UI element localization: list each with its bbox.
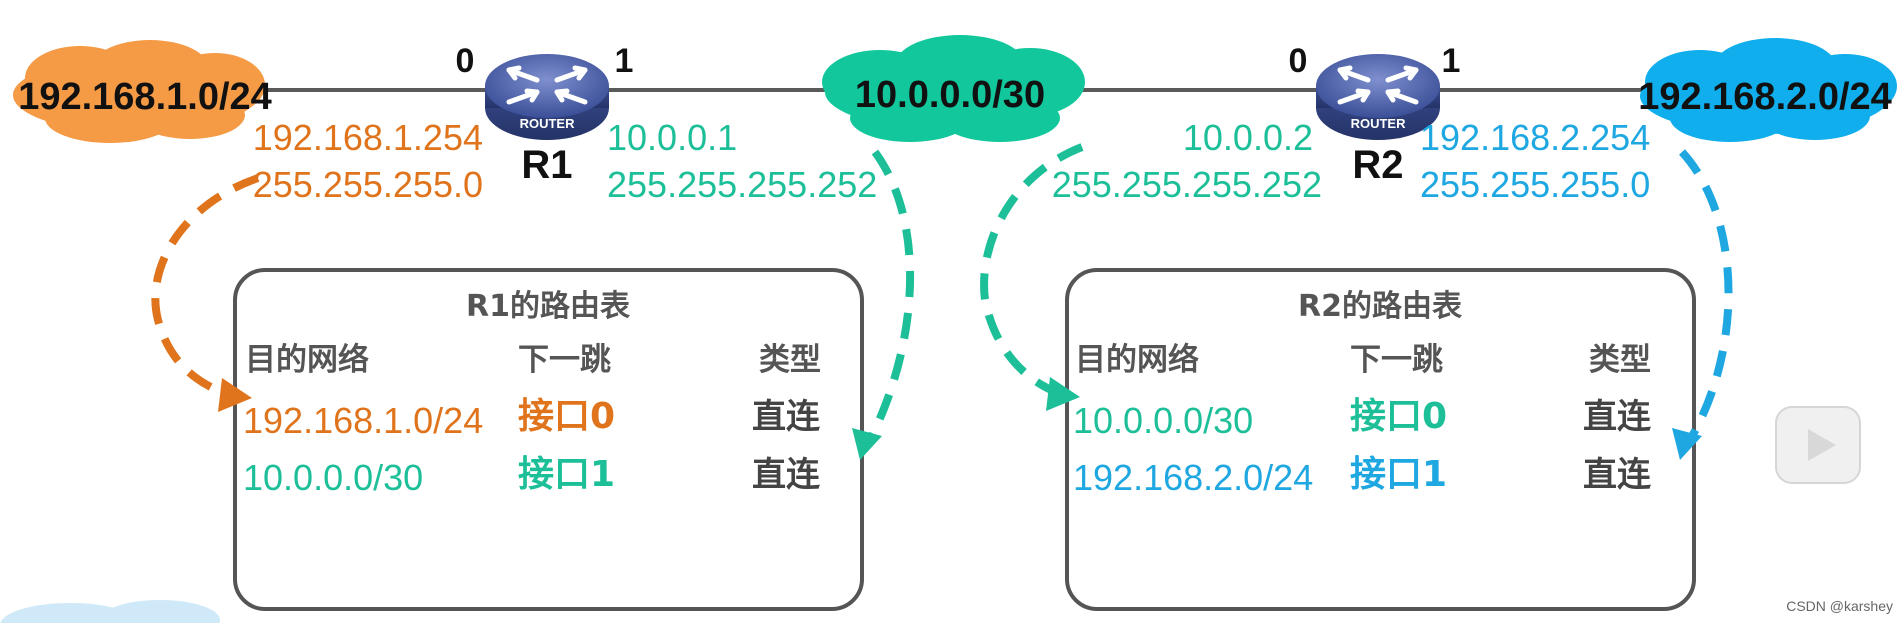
r1-row2-nexthop: 接口1 — [518, 454, 615, 495]
r2-row1-type: 直连 — [1583, 397, 1652, 437]
cloud-left: 192.168.1.0/24 — [13, 40, 272, 143]
router-r2-badge: ROUTER — [1351, 116, 1407, 131]
r2-if0-mask: 255.255.255.252 — [1052, 164, 1322, 205]
r2-if1-mask: 255.255.255.0 — [1420, 164, 1650, 205]
r1-port0: 0 — [456, 42, 475, 80]
r2-port1: 1 — [1442, 42, 1461, 80]
r1-if1-mask: 255.255.255.252 — [607, 164, 877, 205]
arrow-r1-if0 — [151, 174, 260, 399]
bottom-left-cloud-fragment — [0, 600, 220, 623]
r2-row2-type: 直连 — [1583, 455, 1652, 495]
r2-name: R2 — [1352, 143, 1403, 187]
r2-header-nexthop: 下一跳 — [1350, 342, 1443, 378]
cloud-right: 192.168.2.0/24 — [1638, 38, 1897, 142]
watermark: CSDN @karshey — [1786, 598, 1893, 614]
router-r1: ROUTER — [485, 54, 609, 140]
r1-header-nexthop: 下一跳 — [518, 342, 611, 378]
r1-if0-mask: 255.255.255.0 — [253, 164, 483, 205]
cloud-middle: 10.0.0.0/30 — [822, 35, 1085, 142]
r1-row1-network: 192.168.1.0/24 — [243, 400, 483, 441]
r2-header-type: 类型 — [1589, 342, 1651, 378]
r1-row2-type: 直连 — [752, 455, 821, 495]
arrow-r1-if0-head — [218, 378, 252, 412]
arrow-r2-if1-head — [1672, 428, 1702, 460]
router-icon — [485, 54, 609, 140]
r1-port1: 1 — [615, 42, 634, 80]
cloud-right-label: 192.168.2.0/24 — [1638, 76, 1892, 118]
r1-name: R1 — [521, 143, 572, 187]
r2-row2-network: 192.168.2.0/24 — [1073, 457, 1313, 498]
r1-if1-ip: 10.0.0.1 — [607, 117, 737, 158]
arrow-r2-if1 — [1679, 149, 1733, 443]
r2-row1-nexthop: 接口0 — [1350, 396, 1447, 437]
r1-if0-ip: 192.168.1.254 — [253, 117, 483, 158]
r2-if0-ip: 10.0.0.2 — [1183, 117, 1313, 158]
r1-header-network: 目的网络 — [245, 342, 369, 378]
r1-table-title: R1的路由表 — [466, 289, 630, 324]
r2-port0: 0 — [1289, 42, 1308, 80]
arrow-r2-if0-head — [1046, 377, 1080, 411]
cloud-middle-label: 10.0.0.0/30 — [855, 74, 1045, 116]
r1-row2-network: 10.0.0.0/30 — [243, 457, 423, 498]
r2-table-title: R2的路由表 — [1298, 289, 1462, 324]
r1-row1-nexthop: 接口0 — [518, 396, 615, 437]
arrow-r2-if0 — [980, 143, 1084, 397]
router-r2: ROUTER — [1316, 54, 1440, 140]
router-icon — [1316, 54, 1440, 140]
r2-row2-nexthop: 接口1 — [1350, 454, 1447, 495]
arrow-r1-if1-head — [852, 428, 882, 460]
r2-header-network: 目的网络 — [1075, 342, 1199, 378]
arrow-r1-if1 — [866, 149, 914, 442]
r2-row1-network: 10.0.0.0/30 — [1073, 400, 1253, 441]
router-r1-badge: ROUTER — [520, 116, 576, 131]
r2-if1-ip: 192.168.2.254 — [1420, 117, 1650, 158]
play-icon[interactable] — [1808, 429, 1836, 461]
r1-header-type: 类型 — [759, 342, 821, 378]
cloud-left-label: 192.168.1.0/24 — [18, 76, 272, 118]
play-button[interactable] — [1775, 406, 1861, 484]
r1-row1-type: 直连 — [752, 397, 821, 437]
